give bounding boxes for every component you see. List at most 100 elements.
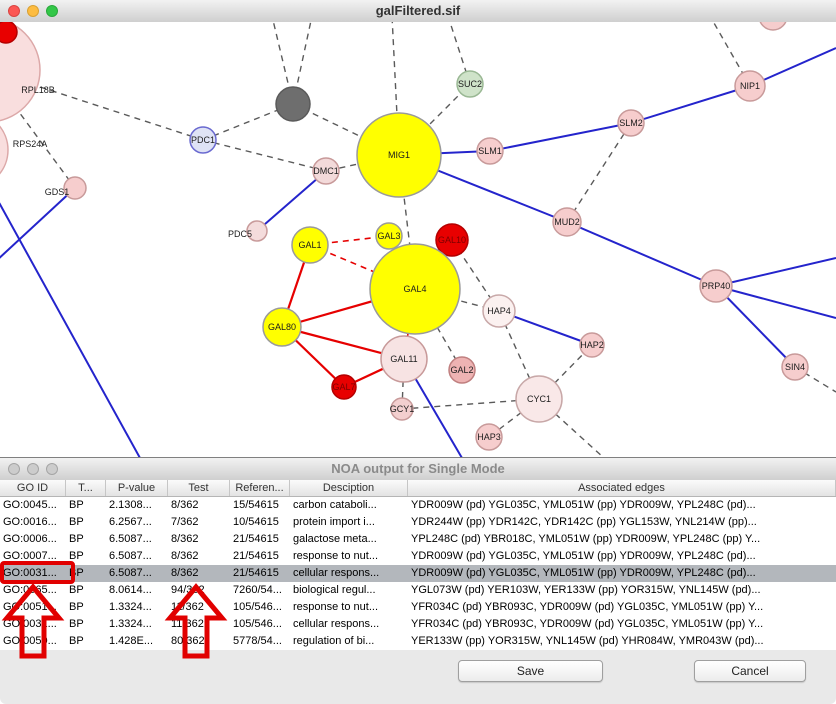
network-node-dmc1[interactable]: DMC1: [312, 157, 340, 185]
zoom-button[interactable]: [46, 463, 58, 475]
table-cell: 80/362: [171, 635, 205, 647]
network-node-hap4[interactable]: HAP4: [482, 294, 516, 328]
network-node-prp40[interactable]: PRP40: [699, 269, 733, 303]
network-edge: [715, 285, 796, 368]
network-node-mud2[interactable]: MUD2: [552, 207, 582, 237]
network-edge: [0, 187, 76, 259]
table-cell: GO:0006...: [3, 533, 57, 545]
network-node-redtl[interactable]: [0, 22, 18, 44]
save-button[interactable]: Save: [458, 660, 603, 682]
column-header-associated-edges[interactable]: Associated edges: [408, 480, 836, 496]
network-node-gal11[interactable]: GAL11: [380, 335, 428, 383]
network-node-label: PRP40: [702, 281, 731, 291]
table-cell: GO:0045...: [3, 499, 57, 511]
table-cell: 8/362: [171, 550, 199, 562]
network-node-rps24a[interactable]: RPS24A: [0, 112, 47, 188]
cancel-button[interactable]: Cancel: [694, 660, 806, 682]
network-window-titlebar[interactable]: galFiltered.sif: [0, 0, 836, 23]
network-edge: [292, 103, 400, 156]
network-node-label: GAL7: [332, 382, 355, 392]
column-header-desciption[interactable]: Desciption: [290, 480, 408, 496]
table-cell: YDR244W (pp) YDR142C, YDR142C (pp) YGL15…: [411, 516, 757, 528]
network-node-label: CYC1: [527, 394, 551, 404]
table-cell: GO:0031...: [3, 567, 57, 579]
table-cell: 1.3324...: [109, 618, 152, 630]
network-node-gcy1[interactable]: GCY1: [390, 397, 415, 421]
column-header-t[interactable]: T...: [66, 480, 106, 496]
network-node-hap3[interactable]: HAP3: [475, 423, 503, 451]
minimize-button[interactable]: [27, 5, 39, 17]
network-node-gal7[interactable]: GAL7: [331, 374, 357, 400]
network-node-gal1[interactable]: GAL1: [291, 226, 329, 264]
table-cell: 1.3324...: [109, 601, 152, 613]
network-node-gray1[interactable]: [275, 86, 311, 122]
close-button[interactable]: [8, 5, 20, 17]
network-edge: [715, 257, 836, 287]
table-cell: 21/54615: [233, 550, 279, 562]
network-node-gal80[interactable]: GAL80: [262, 307, 302, 347]
column-header-go-id[interactable]: GO ID: [0, 480, 66, 496]
network-node-gal10[interactable]: GAL10: [435, 223, 469, 257]
close-button[interactable]: [8, 463, 20, 475]
minimize-button[interactable]: [27, 463, 39, 475]
network-node-label: GDS1: [45, 187, 70, 197]
network-node-cyc1[interactable]: CYC1: [515, 375, 563, 423]
table-cell: response to nut...: [293, 601, 378, 613]
table-cell: 5778/54...: [233, 635, 282, 647]
network-node-gds1[interactable]: GDS1: [45, 176, 87, 200]
network-node-nip1[interactable]: NIP1: [734, 70, 766, 102]
network-node-label: PDC1: [191, 135, 215, 145]
table-cell: GO:0065...: [3, 584, 57, 596]
network-node-label: NIP1: [740, 81, 760, 91]
network-edge: [309, 244, 416, 290]
table-cell: response to nut...: [293, 550, 378, 562]
network-node-slm1[interactable]: SLM1: [476, 137, 504, 165]
network-node-gal4[interactable]: GAL4: [369, 243, 461, 335]
table-cell: 2.1308...: [109, 499, 152, 511]
table-cell: YFR034C (pd) YBR093C, YDR009W (pd) YGL03…: [411, 601, 764, 613]
column-header-p-value[interactable]: P-value: [106, 480, 168, 496]
network-node-pdc1[interactable]: PDC1: [189, 126, 217, 154]
table-cell: 8/362: [171, 499, 199, 511]
network-node-sin4[interactable]: SIN4: [781, 353, 809, 381]
column-header-referen[interactable]: Referen...: [230, 480, 290, 496]
network-node-suc2[interactable]: SUC2: [456, 70, 484, 98]
network-node-pinktr[interactable]: [759, 22, 787, 31]
network-node-label: MUD2: [554, 217, 580, 227]
table-cell: galactose meta...: [293, 533, 377, 545]
network-node-label: RPL18B: [21, 85, 55, 95]
network-node-label: GAL10: [438, 235, 466, 245]
network-node-label: DMC1: [313, 166, 339, 176]
network-edge: [566, 122, 632, 223]
table-cell: 1.428E...: [109, 635, 154, 647]
network-node-label: PDC5: [228, 229, 252, 239]
table-cell: 10/54615: [233, 516, 279, 528]
table-cell: 7260/54...: [233, 584, 282, 596]
zoom-button[interactable]: [46, 5, 58, 17]
network-node-rpl18b[interactable]: RPL18B: [0, 22, 55, 122]
network-node-pdc5[interactable]: PDC5: [228, 220, 268, 242]
network-window-title: galFiltered.sif: [375, 3, 461, 18]
network-node-slm2[interactable]: SLM2: [617, 109, 645, 137]
network-node-hap2[interactable]: HAP2: [579, 332, 605, 358]
noa-window-titlebar[interactable]: NOA output for Single Mode: [0, 458, 836, 481]
network-node-gal2[interactable]: GAL2: [448, 356, 476, 384]
network-node-label: GAL80: [268, 322, 296, 332]
column-header-test[interactable]: Test: [168, 480, 230, 496]
network-node-gal3[interactable]: GAL3: [375, 222, 403, 250]
table-cell: 21/54615: [233, 567, 279, 579]
network-node-mig1[interactable]: MIG1: [356, 112, 442, 198]
network-edge: [202, 139, 327, 172]
